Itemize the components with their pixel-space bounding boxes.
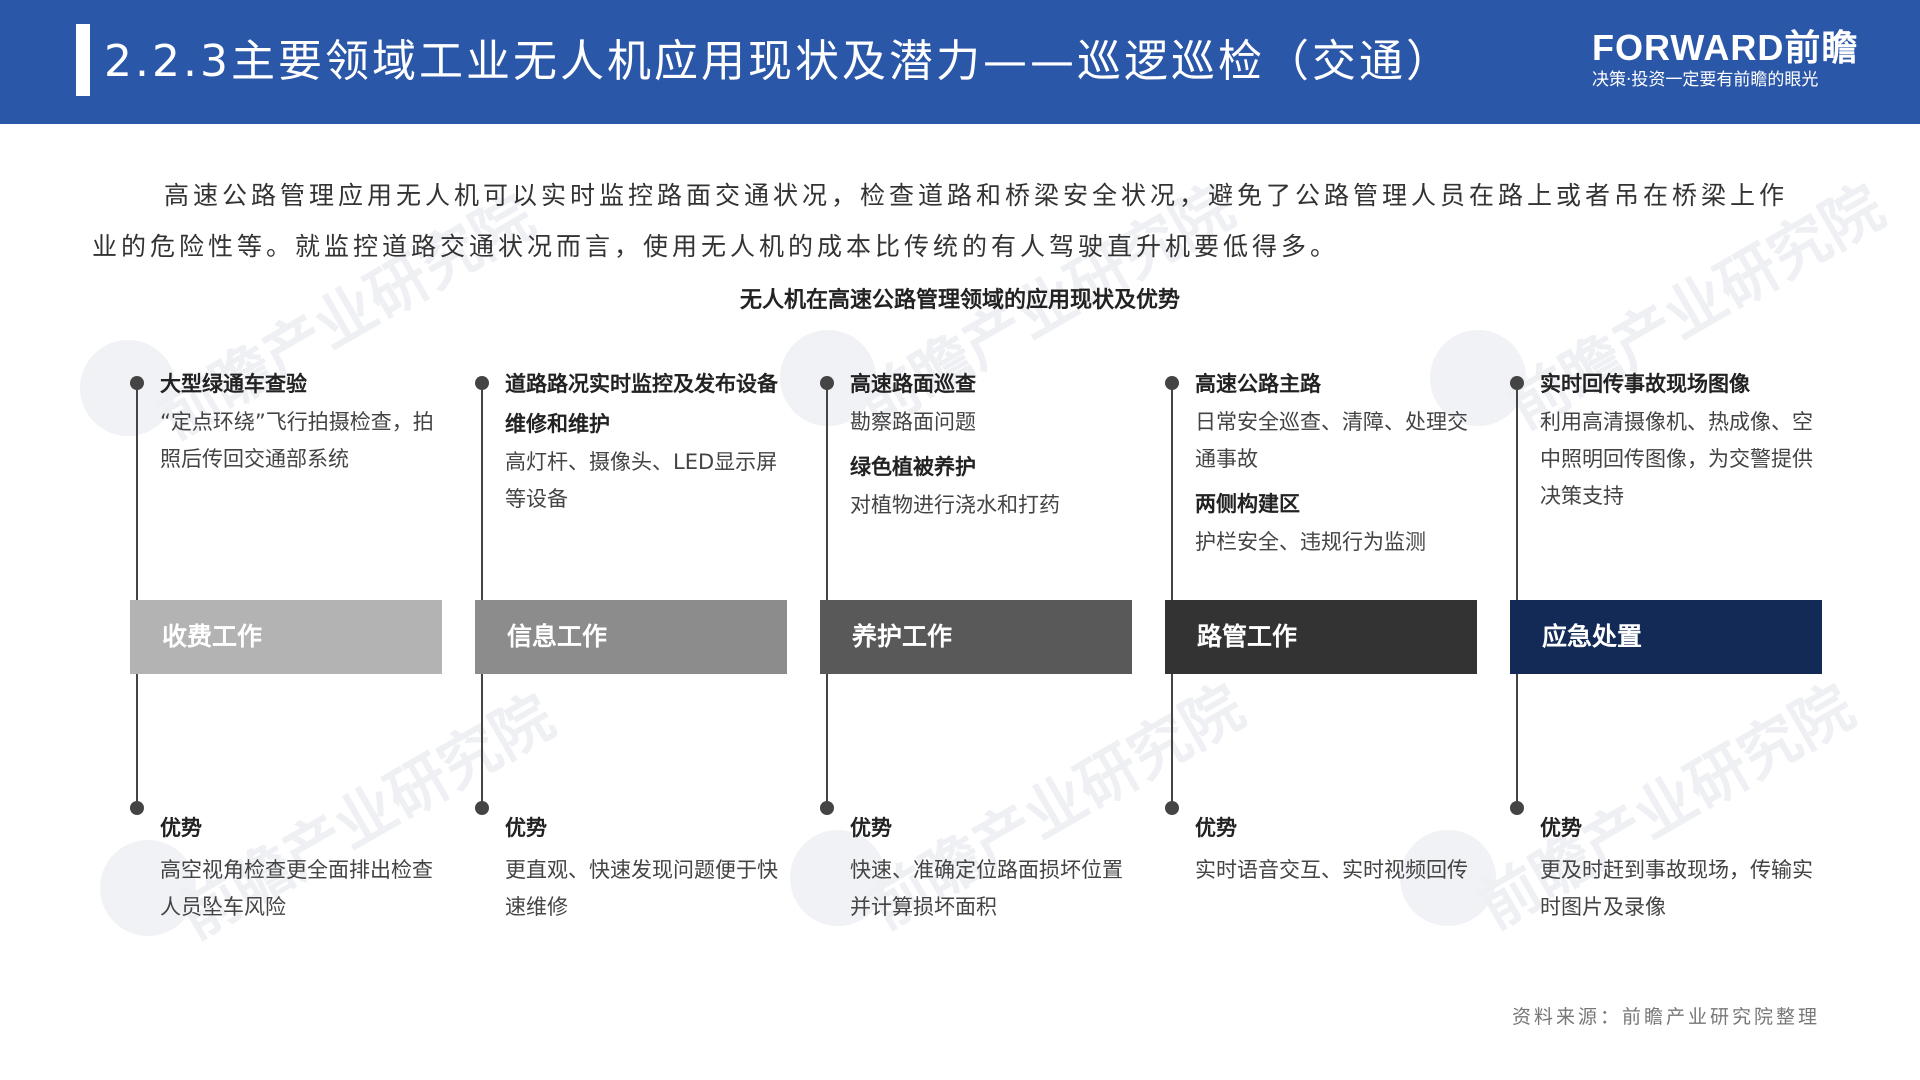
advantage-title: 优势: [1540, 816, 1582, 840]
logo-wordmark: FORWARD前瞻: [1592, 27, 1859, 68]
category-label: 应急处置: [1510, 600, 1822, 674]
source-note: 资料来源：前瞻产业研究院整理: [1511, 1006, 1820, 1028]
application-desc: 高灯杆、摄像头、LED显示屏等设备: [505, 450, 778, 511]
application-list: 道路路况实时监控及发布设备维修和维护 高灯杆、摄像头、LED显示屏等设备: [505, 360, 795, 524]
advantage-desc: 快速、准确定位路面损坏位置并计算损坏面积: [850, 858, 1123, 919]
header-banner: 2.2.3主要领域工业无人机应用现状及潜力——巡逻巡检（交通） FORWARD前…: [0, 0, 1920, 124]
advantage-block: 优势 更及时赶到事故现场，传输实时图片及录像: [1540, 810, 1830, 926]
application-desc: 利用高清摄像机、热成像、空中照明回传图像，为交警提供决策支持: [1540, 410, 1813, 508]
timeline-dot: [1510, 801, 1524, 815]
application-title: 高速公路主路: [1195, 372, 1321, 396]
timeline-dot: [1165, 801, 1179, 815]
application-desc: 勘察路面问题: [850, 410, 976, 434]
timeline-dot: [475, 801, 489, 815]
application-desc: 日常安全巡查、清障、处理交通事故: [1195, 410, 1468, 471]
advantage-block: 优势 快速、准确定位路面损坏位置并计算损坏面积: [850, 810, 1140, 926]
timeline-dot: [130, 376, 144, 390]
column-road-management: 高速公路主路 日常安全巡查、清障、处理交通事故 两侧构建区 护栏安全、违规行为监…: [1165, 360, 1477, 950]
category-label: 信息工作: [475, 600, 787, 674]
application-desc: 护栏安全、违规行为监测: [1195, 530, 1426, 554]
advantage-desc: 高空视角检查更全面排出检查人员坠车风险: [160, 858, 433, 919]
application-title: 道路路况实时监控及发布设备维修和维护: [505, 372, 778, 436]
advantage-title: 优势: [1195, 816, 1237, 840]
timeline-line: [826, 382, 828, 810]
application-desc: “定点环绕”飞行拍摄检查，拍照后传回交通部系统: [160, 410, 434, 471]
application-title: 实时回传事故现场图像: [1540, 372, 1750, 396]
advantage-title: 优势: [160, 816, 202, 840]
advantage-block: 优势 高空视角检查更全面排出检查人员坠车风险: [160, 810, 450, 926]
logo-slogan: 决策·投资一定要有前瞻的眼光: [1592, 70, 1819, 90]
timeline-line: [1171, 382, 1173, 810]
application-title: 绿色植被养护: [850, 455, 976, 479]
timeline-dot: [820, 376, 834, 390]
advantage-title: 优势: [850, 816, 892, 840]
timeline-line: [1516, 382, 1518, 810]
column-emergency: 实时回传事故现场图像 利用高清摄像机、热成像、空中照明回传图像，为交警提供决策支…: [1510, 360, 1822, 950]
timeline-line: [481, 382, 483, 810]
advantage-title: 优势: [505, 816, 547, 840]
category-label: 养护工作: [820, 600, 1132, 674]
application-desc: 对植物进行浇水和打药: [850, 493, 1060, 517]
intro-paragraph: 高速公路管理应用无人机可以实时监控路面交通状况，检查道路和桥梁安全状况，避免了公…: [92, 181, 1789, 261]
application-list: 高速公路主路 日常安全巡查、清障、处理交通事故 两侧构建区 护栏安全、违规行为监…: [1195, 360, 1485, 567]
forward-logo: FORWARD前瞻 决策·投资一定要有前瞻的眼光: [1592, 27, 1859, 92]
timeline-line: [136, 382, 138, 810]
application-title: 两侧构建区: [1195, 492, 1300, 516]
application-title: 高速路面巡查: [850, 372, 976, 396]
diagram-title: 无人机在高速公路管理领域的应用现状及优势: [739, 288, 1180, 313]
category-label: 收费工作: [130, 600, 442, 674]
column-info: 道路路况实时监控及发布设备维修和维护 高灯杆、摄像头、LED显示屏等设备 信息工…: [475, 360, 787, 950]
advantage-block: 优势 实时语音交互、实时视频回传: [1195, 810, 1485, 889]
application-title: 大型绿通车查验: [160, 372, 307, 396]
column-maintenance: 高速路面巡查 勘察路面问题 绿色植被养护 对植物进行浇水和打药 养护工作 优势 …: [820, 360, 1132, 950]
advantage-desc: 实时语音交互、实时视频回传: [1195, 858, 1468, 882]
advantage-desc: 更直观、快速发现问题便于快速维修: [505, 858, 778, 919]
page-title: 2.2.3主要领域工业无人机应用现状及潜力——巡逻巡检（交通）: [104, 36, 1453, 87]
timeline-dot: [130, 801, 144, 815]
category-label: 路管工作: [1165, 600, 1477, 674]
application-list: 大型绿通车查验 “定点环绕”飞行拍摄检查，拍照后传回交通部系统: [160, 360, 450, 484]
advantage-block: 优势 更直观、快速发现问题便于快速维修: [505, 810, 795, 926]
application-list: 实时回传事故现场图像 利用高清摄像机、热成像、空中照明回传图像，为交警提供决策支…: [1540, 360, 1830, 521]
timeline-dot: [1510, 376, 1524, 390]
header-accent-bar: [76, 24, 90, 96]
column-toll: 大型绿通车查验 “定点环绕”飞行拍摄检查，拍照后传回交通部系统 收费工作 优势 …: [130, 360, 442, 950]
application-list: 高速路面巡查 勘察路面问题 绿色植被养护 对植物进行浇水和打药: [850, 360, 1140, 530]
timeline-dot: [820, 801, 834, 815]
timeline-dot: [475, 376, 489, 390]
advantage-desc: 更及时赶到事故现场，传输实时图片及录像: [1540, 858, 1813, 919]
timeline-dot: [1165, 376, 1179, 390]
